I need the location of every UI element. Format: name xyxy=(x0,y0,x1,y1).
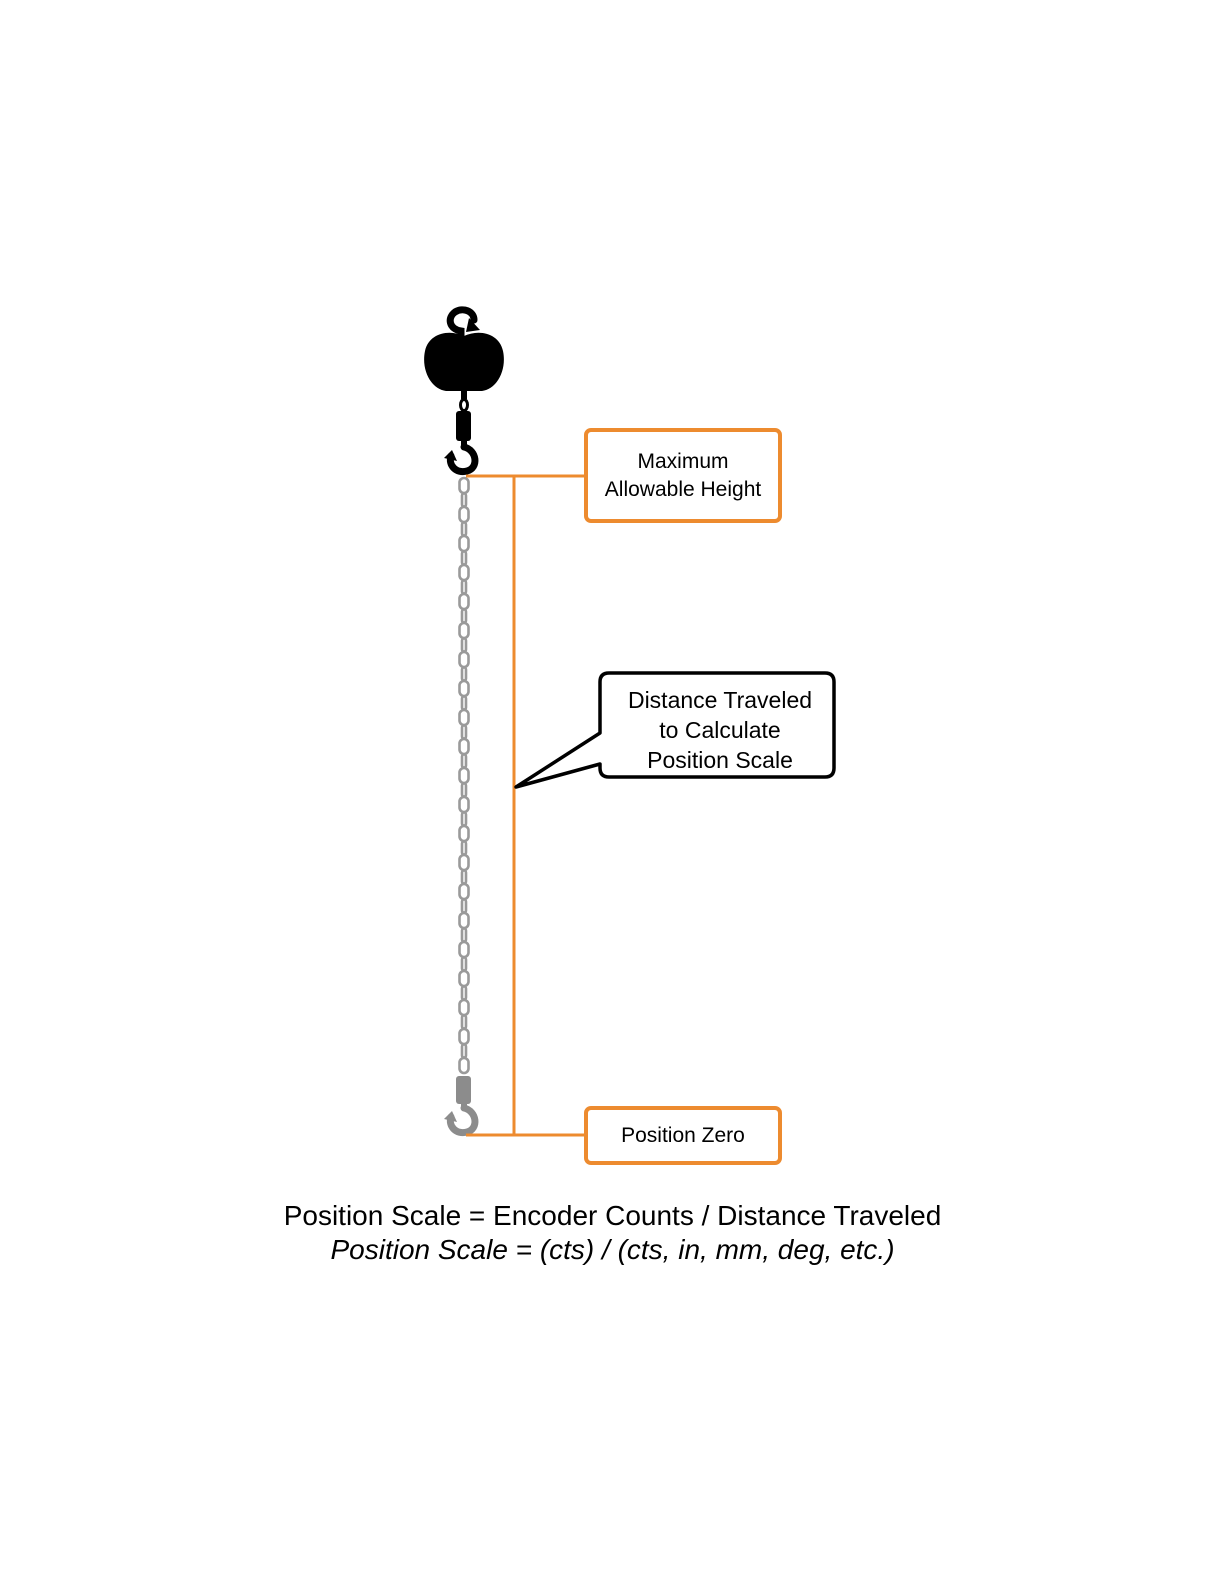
distance-label-line1: Distance Traveled xyxy=(628,685,812,715)
chain-link xyxy=(460,1058,469,1073)
chain-link xyxy=(462,523,466,536)
chain-link xyxy=(462,813,466,826)
hoist-body-icon xyxy=(424,333,504,391)
chain-link xyxy=(462,668,466,681)
formula-main: Position Scale = Encoder Counts / Distan… xyxy=(0,1199,1225,1233)
chain-link xyxy=(460,855,469,870)
chain-link xyxy=(462,697,466,710)
lower-load-hook-icon xyxy=(444,1076,475,1133)
swivel-block-icon xyxy=(456,411,471,441)
chain-link xyxy=(462,494,466,507)
position-zero-label-box: Position Zero xyxy=(584,1106,782,1165)
chain-link xyxy=(460,478,469,493)
chain-link xyxy=(460,942,469,957)
chain-link xyxy=(462,610,466,623)
chain-link xyxy=(462,958,466,971)
chain-link xyxy=(460,681,469,696)
chain-link xyxy=(462,871,466,884)
chain-link xyxy=(462,842,466,855)
chain-link xyxy=(460,768,469,783)
upper-load-hook-icon xyxy=(444,440,475,472)
max-height-label-box: Maximum Allowable Height xyxy=(584,428,782,523)
chain-link xyxy=(462,552,466,565)
max-height-label-line2: Allowable Height xyxy=(605,476,761,504)
chain-link xyxy=(462,726,466,739)
chain-link xyxy=(462,900,466,913)
chain-link xyxy=(460,594,469,609)
chain-link xyxy=(462,581,466,594)
chain-link xyxy=(460,536,469,551)
max-height-label-line1: Maximum xyxy=(605,448,761,476)
distance-label-line2: to Calculate xyxy=(628,715,812,745)
distance-label-line3: Position Scale xyxy=(628,745,812,775)
chain-link xyxy=(460,1029,469,1044)
hoist-icon xyxy=(424,310,504,472)
chain-link xyxy=(460,623,469,638)
chain-link xyxy=(462,1016,466,1029)
chain-icon xyxy=(460,478,469,1073)
chain-link xyxy=(460,971,469,986)
dimension-lines xyxy=(466,476,585,1135)
chain-link xyxy=(462,987,466,1000)
chain-link xyxy=(460,1000,469,1015)
chain-link xyxy=(460,652,469,667)
chain-link xyxy=(460,565,469,580)
chain-link xyxy=(462,1045,466,1058)
chain-link xyxy=(460,913,469,928)
chain-link xyxy=(460,797,469,812)
position-zero-label: Position Zero xyxy=(621,1122,745,1150)
chain-link xyxy=(460,739,469,754)
chain-link xyxy=(462,929,466,942)
distance-callout-text: Distance Traveled to Calculate Position … xyxy=(600,678,840,782)
chain-link xyxy=(462,755,466,768)
chain-link xyxy=(460,507,469,522)
upper-chain-icon xyxy=(461,390,468,411)
formula-units: Position Scale = (cts) / (cts, in, mm, d… xyxy=(0,1233,1225,1267)
chain-link xyxy=(460,884,469,899)
chain-link xyxy=(460,826,469,841)
chain-link xyxy=(462,784,466,797)
chain-link xyxy=(460,710,469,725)
chain-link xyxy=(462,639,466,652)
